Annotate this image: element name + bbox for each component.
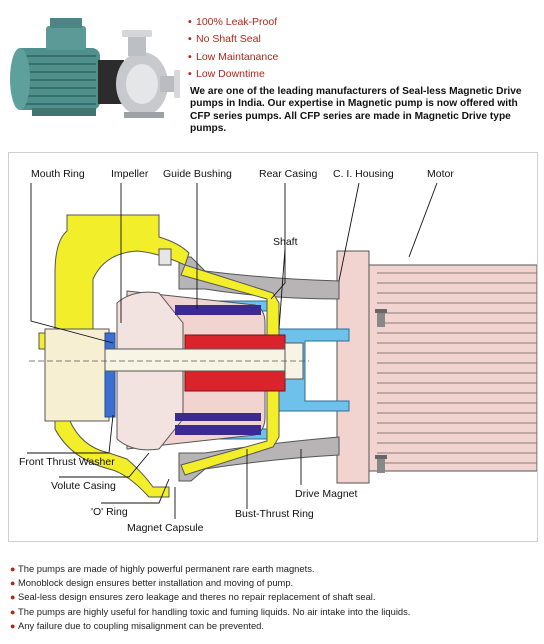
inlet-flange bbox=[44, 328, 116, 422]
note-item: ●The pumps are highly useful for handlin… bbox=[10, 605, 411, 617]
cross-section-diagram: Mouth Ring Impeller Guide Bushing Rear C… bbox=[19, 168, 537, 534]
intro-paragraph: We are one of the leading manufacturers … bbox=[190, 86, 522, 135]
note-item: ●The pumps are made of highly powerful p… bbox=[10, 563, 315, 574]
label-o-ring: 'O' Ring bbox=[91, 506, 128, 518]
note-item: ●Any failure due to coupling misalignmen… bbox=[10, 619, 264, 631]
label-rear-casing: Rear Casing bbox=[259, 168, 318, 180]
motor-body bbox=[336, 250, 537, 484]
note-item: ●Seal-less design ensures zero leakage a… bbox=[10, 591, 376, 603]
note-item: ●Monoblock design ensures better install… bbox=[10, 577, 294, 589]
volute-casing bbox=[38, 214, 280, 498]
label-volute-casing: Volute Casing bbox=[51, 480, 116, 492]
label-shaft: Shaft bbox=[273, 236, 298, 248]
label-ci-housing: C. I. Housing bbox=[333, 168, 394, 180]
label-front-thrust-washer: Front Thrust Washer bbox=[19, 456, 115, 468]
pump-cross-section: Mouth Ring Impeller Guide Bushing Rear C… bbox=[8, 152, 538, 542]
feature-item: •Low Maintanance bbox=[188, 50, 279, 63]
feature-item: •100% Leak-Proof bbox=[188, 16, 278, 28]
feature-item: •Low Downtime bbox=[188, 68, 265, 81]
label-guide-bushing: Guide Bushing bbox=[163, 168, 232, 180]
label-mouth-ring: Mouth Ring bbox=[31, 168, 85, 180]
driven-magnets bbox=[175, 305, 261, 435]
feature-item: •No Shaft Seal bbox=[188, 33, 261, 46]
shaft-assembly bbox=[104, 334, 304, 392]
label-motor: Motor bbox=[427, 168, 454, 180]
label-magnet-capsule: Magnet Capsule bbox=[127, 522, 204, 534]
label-bust-thrust-ring: Bust-Thrust Ring bbox=[235, 508, 314, 520]
leader-lines bbox=[27, 182, 438, 519]
label-impeller: Impeller bbox=[111, 168, 149, 180]
label-drive-magnet: Drive Magnet bbox=[295, 488, 358, 500]
notes-list: ●The pumps are made of highly powerful p… bbox=[10, 562, 410, 633]
feature-list: •100% Leak-Proof •No Shaft Seal •Low Mai… bbox=[188, 14, 278, 84]
pump-photo bbox=[6, 4, 182, 126]
